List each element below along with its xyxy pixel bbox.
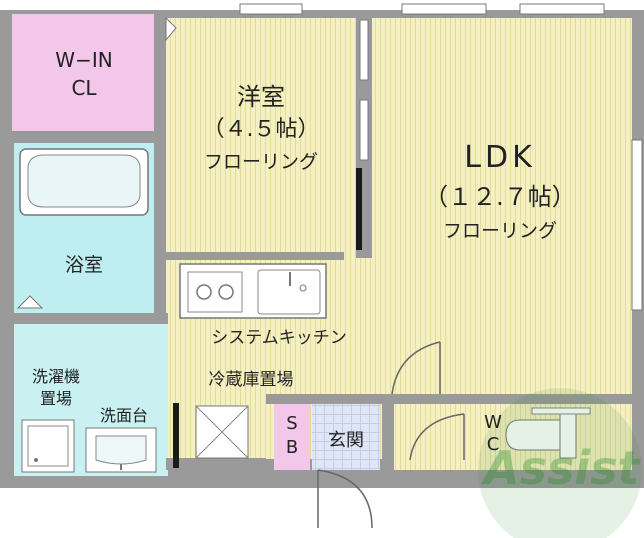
bath-door-marker: [16, 295, 44, 309]
ldk-label: LDK （１２.７帖） フローリング: [380, 138, 620, 246]
fridge-cross: [195, 405, 249, 459]
washing-machine-space: [21, 419, 75, 473]
window: [359, 19, 369, 81]
toilet-door-swing: [409, 413, 465, 461]
washbasin-label: 洗面台: [99, 406, 148, 425]
wall-segment: [14, 131, 154, 143]
western-room-name: 洋室: [237, 83, 285, 111]
storage-box-floor: [274, 404, 310, 470]
storage-box-label: S B: [274, 412, 310, 460]
closet-door-marker: [165, 16, 177, 42]
bathtub-inner: [27, 154, 141, 208]
washbasin-bowl: [95, 435, 147, 465]
laundry-label-line2: 置場: [39, 389, 72, 408]
toilet-handrail: [531, 407, 591, 415]
wall-segment: [166, 458, 266, 470]
window: [239, 3, 303, 15]
window: [359, 99, 369, 161]
wall-segment: [382, 404, 394, 470]
entrance-label: 玄関: [328, 430, 364, 451]
door-jamb: [356, 168, 362, 250]
washing-machine-inner: [27, 425, 69, 467]
stove: [187, 271, 243, 313]
burner: [196, 284, 212, 300]
western-room-floor: [166, 18, 356, 252]
bathroom-label: 浴室: [64, 254, 103, 276]
laundry-label-line1: 洗濯機: [31, 367, 80, 386]
drain: [34, 458, 38, 462]
wall-segment: [14, 313, 168, 324]
wall-segment: [154, 14, 166, 314]
entrance-floor: [312, 404, 380, 470]
toilet-bowl: [505, 419, 561, 451]
burner: [218, 284, 234, 300]
wall-segment: [266, 394, 396, 404]
closet-label-line1: W−IN: [55, 48, 113, 72]
ldk-floor-type: フローリング: [442, 220, 557, 242]
toilet-label: W C: [478, 412, 508, 456]
watermark-logo: Assist: [481, 441, 642, 495]
laundry-label: 洗濯機 置場: [16, 366, 96, 410]
kitchen-label: システムキッチン: [211, 328, 347, 348]
ldk-door-swing: [391, 341, 441, 395]
watermark-disc: [478, 388, 642, 538]
sink: [257, 269, 321, 315]
western-room-label: 洋室 （４.５帖） フローリング: [166, 82, 356, 176]
entrance-door-swing: [317, 469, 373, 529]
window: [401, 3, 487, 15]
ldk-floor-lower: [344, 252, 632, 394]
sink-drain: [299, 284, 307, 292]
fridge-label: 冷蔵庫置場: [208, 370, 294, 390]
toilet-label-line2: C: [486, 434, 500, 455]
door-jamb: [173, 403, 179, 468]
ldk-name: LDK: [464, 140, 536, 175]
western-room-size: （４.５帖）: [202, 117, 320, 142]
toilet-label-line1: W: [484, 412, 502, 433]
closet-label-line2: CL: [71, 76, 97, 100]
storage-box-line1: S: [286, 413, 298, 434]
ldk-size: （１２.７帖）: [424, 183, 576, 211]
western-room-floor-type: フローリング: [203, 151, 318, 173]
storage-box-line2: B: [285, 437, 299, 458]
window: [519, 3, 605, 15]
wall-segment: [166, 252, 344, 260]
window: [631, 139, 643, 311]
walk-in-closet-label: W−IN CL: [20, 46, 148, 102]
walk-in-closet-floor: [12, 14, 154, 131]
